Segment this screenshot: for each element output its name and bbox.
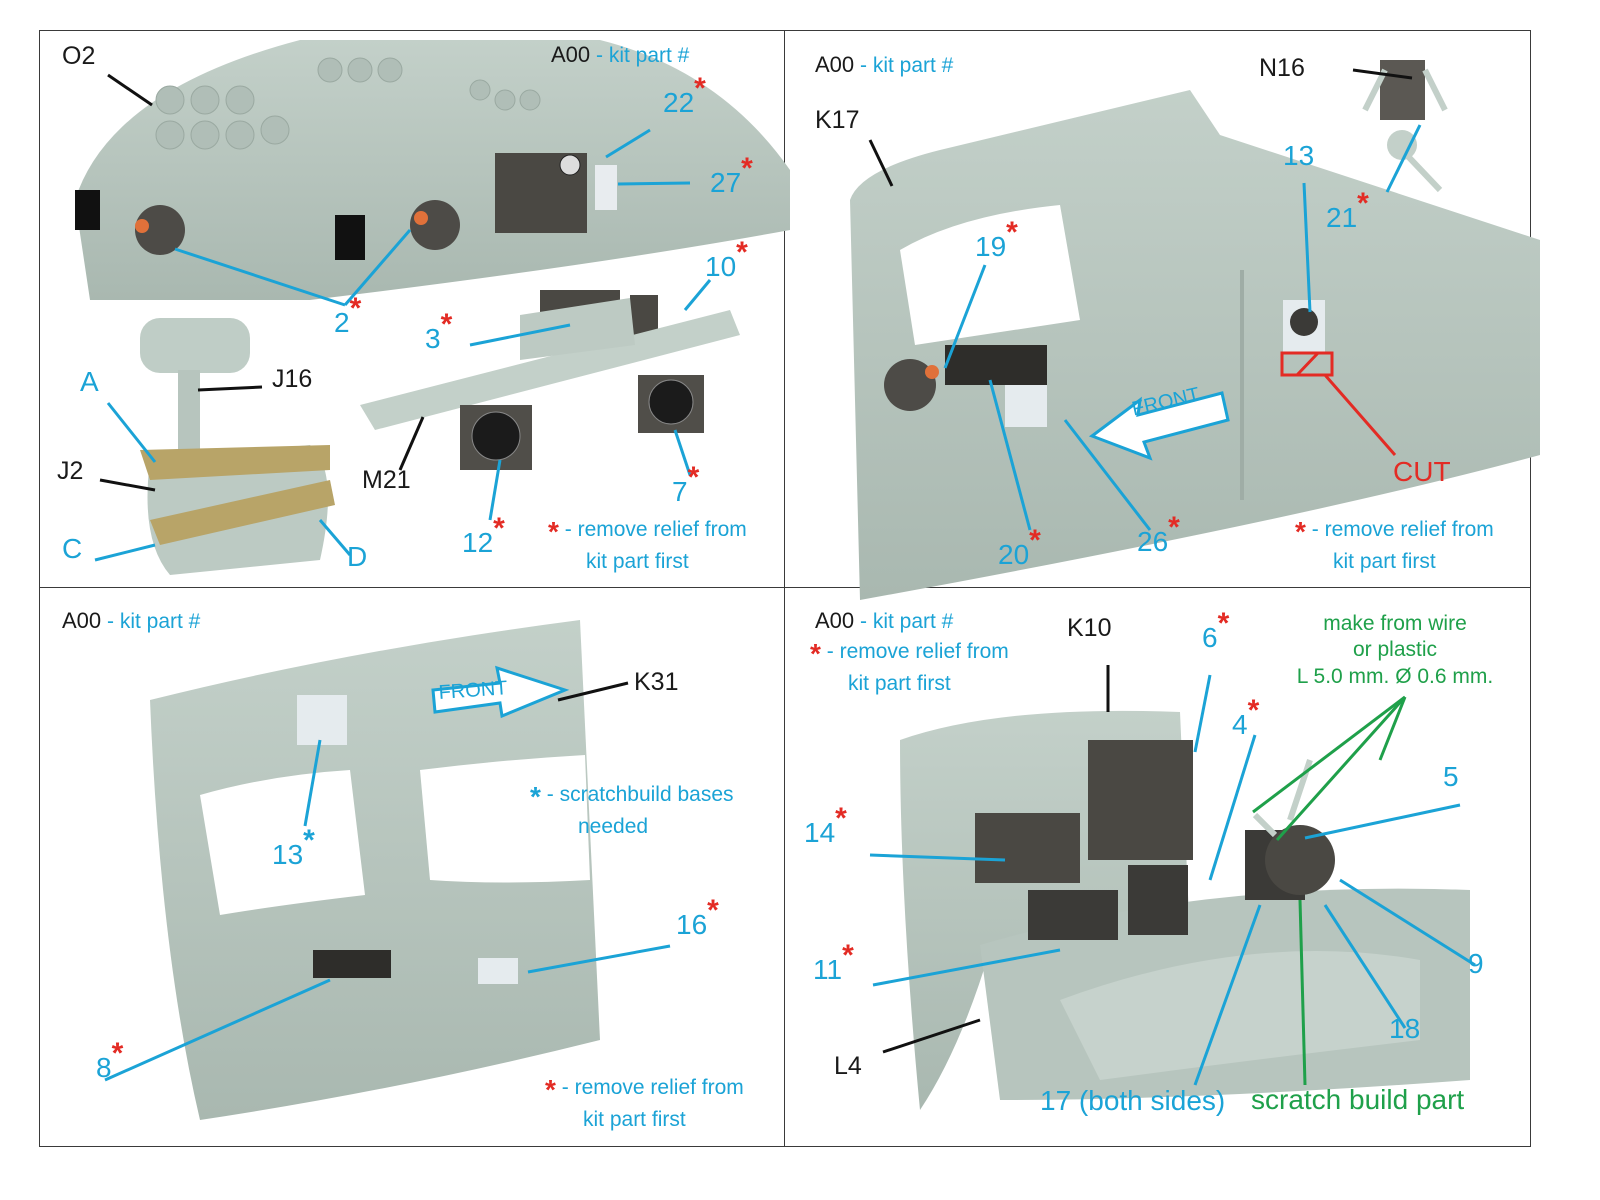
- kit-leader-lines: [99, 68, 1413, 1054]
- panel-tl-header: A00 - kit part #: [551, 42, 690, 67]
- kit-label-k10: K10: [1067, 614, 1112, 642]
- panel-divider-vertical: [784, 30, 785, 1147]
- callout-10: 10*: [705, 236, 748, 282]
- callout-4: 4*: [1232, 694, 1260, 740]
- kit-label-m21: M21: [362, 466, 411, 494]
- callout-19: 19*: [975, 216, 1018, 262]
- sidewall-k17: [850, 90, 1540, 600]
- kit-label-k17: K17: [815, 106, 860, 134]
- bulkhead-o2: [75, 40, 790, 300]
- callout-9: 9: [1468, 948, 1484, 979]
- panel-divider-horizontal: [39, 587, 1531, 588]
- callout-20: 20*: [998, 524, 1041, 570]
- kit-label-o2: O2: [62, 42, 96, 70]
- kit-label-k31: K31: [634, 668, 679, 696]
- kit-part-desc: - kit part #: [596, 44, 690, 67]
- cut-leader-line: [1323, 374, 1397, 456]
- belt-label-d: D: [347, 541, 368, 572]
- part-n16: [1362, 60, 1448, 193]
- callout-13: 13: [1283, 140, 1315, 171]
- cut-label: CUT: [1393, 456, 1451, 487]
- callout-27: 27*: [710, 152, 753, 198]
- wire-leader-lines: [1252, 695, 1407, 1086]
- front-arrow-bottom-left: [431, 665, 570, 719]
- sidewall-k31: [150, 620, 600, 1120]
- kit-part-code: A00: [551, 42, 591, 67]
- callout-14: 14*: [804, 802, 847, 848]
- callout-16: 16*: [676, 894, 719, 940]
- kit-label-j16: J16: [272, 365, 313, 393]
- callout-26: 26*: [1137, 511, 1180, 557]
- callout-21: 21*: [1326, 187, 1369, 233]
- panel-br-header: A00 - kit part #: [815, 608, 954, 633]
- callout-13-bl: 13*: [272, 824, 315, 870]
- panel-tr-header: A00 - kit part #: [815, 52, 954, 77]
- belt-label-a: A: [80, 366, 99, 397]
- callout-8: 8*: [96, 1037, 124, 1083]
- scratch-build-label: scratch build part: [1251, 1084, 1465, 1115]
- callout-2: 2*: [334, 292, 362, 338]
- kit-label-n16: N16: [1259, 54, 1305, 82]
- kit-label-j2: J2: [57, 457, 84, 485]
- panel-bl-header: A00 - kit part #: [62, 608, 201, 633]
- callout-6: 6*: [1202, 607, 1230, 653]
- callout-17-both-sides: 17 (both sides): [1040, 1085, 1226, 1116]
- belt-label-c: C: [62, 533, 83, 564]
- callout-7: 7*: [672, 461, 700, 507]
- callout-18: 18: [1389, 1013, 1421, 1044]
- console-k10-l4: [900, 710, 1470, 1110]
- kit-label-l4: L4: [834, 1052, 862, 1080]
- callout-5: 5: [1443, 761, 1459, 792]
- seat-j16-j2: [140, 318, 335, 575]
- callout-11: 11*: [813, 939, 854, 985]
- front-arrow-top-right: [1088, 391, 1230, 461]
- front-arrow-label-bl: FRONT: [437, 677, 509, 704]
- callout-3: 3*: [425, 308, 453, 354]
- callout-12: 12*: [462, 512, 505, 558]
- callout-22: 22*: [663, 72, 706, 118]
- shelf-m21: [360, 290, 740, 470]
- leader-lines: [94, 124, 1476, 1086]
